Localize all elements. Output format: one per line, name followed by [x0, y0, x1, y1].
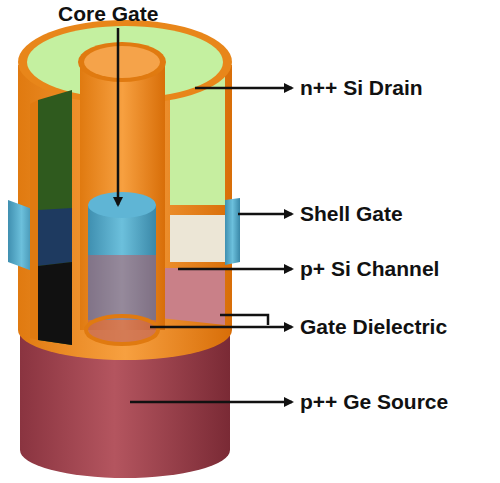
part-label: p+ Si Channel: [300, 257, 439, 281]
cutaway-channel: [38, 262, 72, 345]
part-label: p++ Ge Source: [300, 390, 448, 414]
source-top: [160, 268, 225, 325]
shell-gate-right: [225, 198, 240, 265]
part-label: n++ Si Drain: [300, 76, 423, 100]
tube-bottom: [86, 316, 158, 344]
cutaway-drain: [38, 90, 72, 345]
core-gate-top: [88, 192, 156, 218]
channel-region: [170, 215, 225, 262]
leader-line: [195, 87, 292, 90]
leader-line: [130, 401, 292, 404]
part-label: Gate Dielectric: [300, 315, 447, 339]
tube-opening: [84, 46, 160, 78]
leader-line: [117, 28, 120, 205]
tube-rim: [78, 42, 166, 82]
cutaway-gate: [38, 208, 72, 266]
cutaway-dielectric: [30, 100, 38, 340]
core-source-region: [88, 255, 156, 343]
leader-line: [150, 326, 292, 329]
leader-line: [178, 268, 292, 271]
part-label: Shell Gate: [300, 202, 403, 226]
part-label: Core Gate: [58, 2, 158, 26]
leader-line: [238, 213, 292, 216]
leader-bracket: [220, 315, 268, 325]
